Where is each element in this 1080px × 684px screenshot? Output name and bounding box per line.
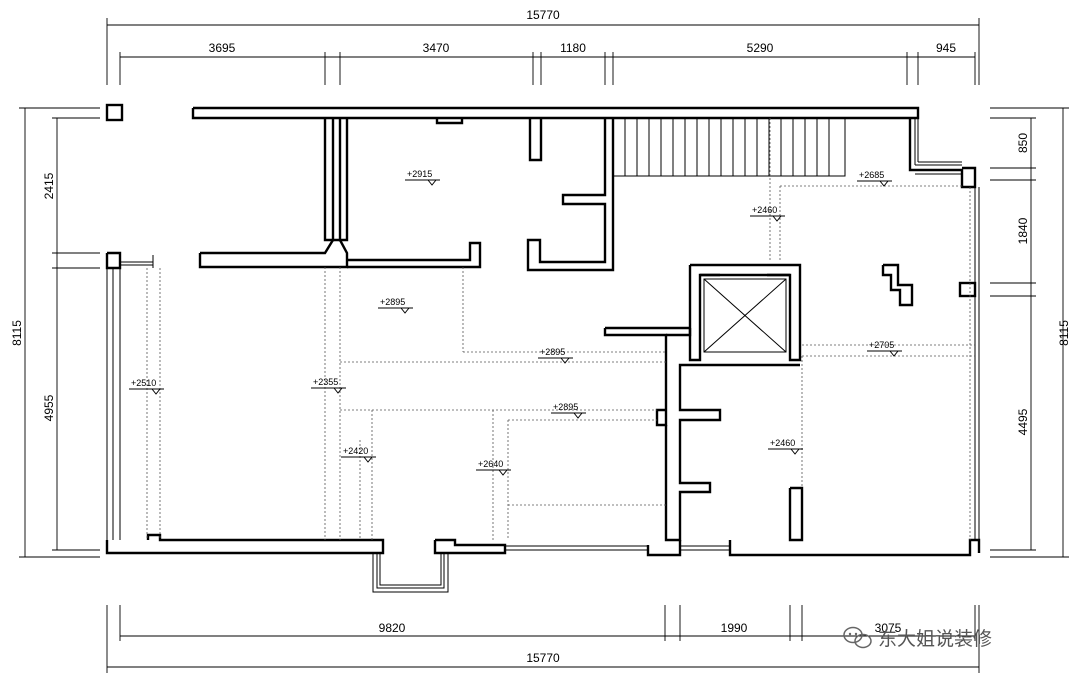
left-segment-2: 4955 bbox=[42, 394, 56, 421]
level-label: +2460 bbox=[770, 438, 795, 448]
top-segment-4: 5290 bbox=[747, 41, 774, 55]
level-label: +2685 bbox=[859, 170, 884, 180]
elevator-shaft bbox=[703, 278, 787, 353]
staircase bbox=[612, 117, 846, 177]
level-label: +2355 bbox=[313, 377, 338, 387]
right-segment-2: 1840 bbox=[1016, 217, 1030, 244]
wechat-icon bbox=[843, 626, 872, 649]
left-segment-1: 2415 bbox=[42, 172, 56, 199]
level-label: +2460 bbox=[752, 205, 777, 215]
level-label: +2640 bbox=[478, 459, 503, 469]
level-marker: +2895 bbox=[551, 402, 586, 419]
level-marker: +2420 bbox=[341, 446, 376, 463]
right-total-label: 8115 bbox=[1057, 320, 1071, 346]
top-segment-1: 3695 bbox=[209, 41, 236, 55]
bottom-segment-1: 9820 bbox=[379, 621, 406, 635]
watermark: 东大姐说装修 bbox=[843, 626, 992, 650]
level-marker: +2510 bbox=[129, 378, 164, 395]
level-label: +2895 bbox=[553, 402, 578, 412]
watermark-text: 东大姐说装修 bbox=[878, 628, 992, 650]
top-segment-5: 945 bbox=[936, 41, 956, 55]
level-label: +2510 bbox=[131, 378, 156, 388]
right-dimensions: 8115 850 1840 4495 bbox=[990, 107, 1071, 558]
level-markers: +2915 +2685 +2460 +2895 +2895 +2705 +251… bbox=[129, 169, 902, 476]
bottom-segment-2: 1990 bbox=[721, 621, 748, 635]
level-marker: +2685 bbox=[857, 170, 892, 187]
top-segment-2: 3470 bbox=[423, 41, 450, 55]
top-total-label: 15770 bbox=[526, 8, 560, 22]
left-dimensions: 8115 2415 4955 bbox=[10, 107, 100, 558]
level-marker: +2895 bbox=[538, 347, 573, 364]
bottom-dimensions: 9820 1990 3075 15770 bbox=[106, 605, 980, 673]
left-total-label: 8115 bbox=[10, 320, 24, 346]
level-label: +2895 bbox=[540, 347, 565, 357]
bottom-segment-3: 3075 bbox=[875, 621, 902, 635]
level-marker: +2460 bbox=[768, 438, 803, 455]
level-marker: +2895 bbox=[378, 297, 413, 314]
level-marker: +2355 bbox=[311, 377, 346, 394]
level-label: +2895 bbox=[380, 297, 405, 307]
walls bbox=[105, 103, 981, 593]
level-marker: +2460 bbox=[750, 205, 785, 222]
bottom-total-label: 15770 bbox=[526, 651, 560, 665]
level-marker: +2915 bbox=[405, 169, 440, 186]
level-label: +2420 bbox=[343, 446, 368, 456]
level-marker: +2705 bbox=[867, 340, 902, 357]
top-dimensions: 15770 3695 3470 1180 5290 945 bbox=[106, 8, 980, 85]
top-segment-3: 1180 bbox=[560, 41, 586, 55]
ceiling-zones bbox=[146, 118, 975, 540]
level-marker: +2640 bbox=[476, 459, 511, 476]
level-label: +2705 bbox=[869, 340, 894, 350]
right-segment-3: 4495 bbox=[1016, 408, 1030, 435]
level-label: +2915 bbox=[407, 169, 432, 179]
right-segment-1: 850 bbox=[1016, 133, 1030, 153]
